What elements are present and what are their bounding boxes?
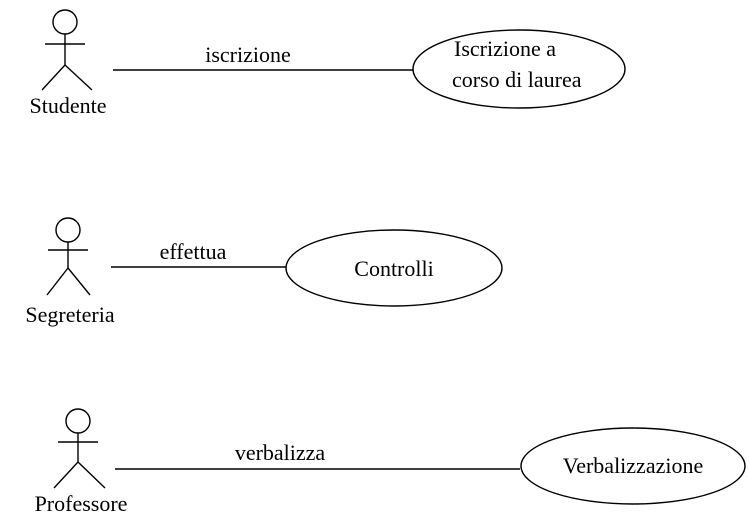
use-case-label-line2: corso di laurea xyxy=(452,67,582,92)
association-verbalizza: verbalizza xyxy=(115,440,520,470)
association-effettua: effettua xyxy=(111,239,287,268)
actor-label-segreteria: Segreteria xyxy=(25,302,114,327)
actor-right-leg xyxy=(64,64,93,91)
association-label-iscrizione: iscrizione xyxy=(205,42,291,67)
use-case-iscrizione-corso: Iscrizione a corso di laurea xyxy=(412,29,626,109)
actor-studente: Studente xyxy=(30,9,107,118)
actor-label-studente: Studente xyxy=(30,93,107,118)
use-case-controlli: Controlli xyxy=(285,229,503,307)
association-label-verbalizza: verbalizza xyxy=(235,440,326,465)
actor-head xyxy=(52,9,78,35)
association-label-effettua: effettua xyxy=(160,239,227,264)
use-case-ellipse xyxy=(285,229,503,307)
actor-head xyxy=(55,217,81,243)
actor-left-leg xyxy=(46,267,69,296)
actor-right-leg xyxy=(67,267,91,296)
actor-segreteria: Segreteria xyxy=(25,217,115,327)
use-case-label: Controlli xyxy=(354,256,433,281)
use-case-ellipse xyxy=(412,29,626,109)
use-case-verbalizzazione: Verbalizzazione xyxy=(520,427,746,505)
actor-label-professore: Professore xyxy=(35,491,128,515)
use-case-ellipse xyxy=(520,427,746,505)
actor-left-leg xyxy=(53,461,79,489)
actor-professore: Professore xyxy=(35,408,128,515)
actor-left-leg xyxy=(41,64,66,91)
use-case-label: Verbalizzazione xyxy=(563,453,703,478)
association-iscrizione: iscrizione xyxy=(113,42,413,71)
actor-head xyxy=(65,408,91,434)
use-case-label-line1: Iscrizione a xyxy=(454,36,556,61)
actor-right-leg xyxy=(77,461,106,489)
